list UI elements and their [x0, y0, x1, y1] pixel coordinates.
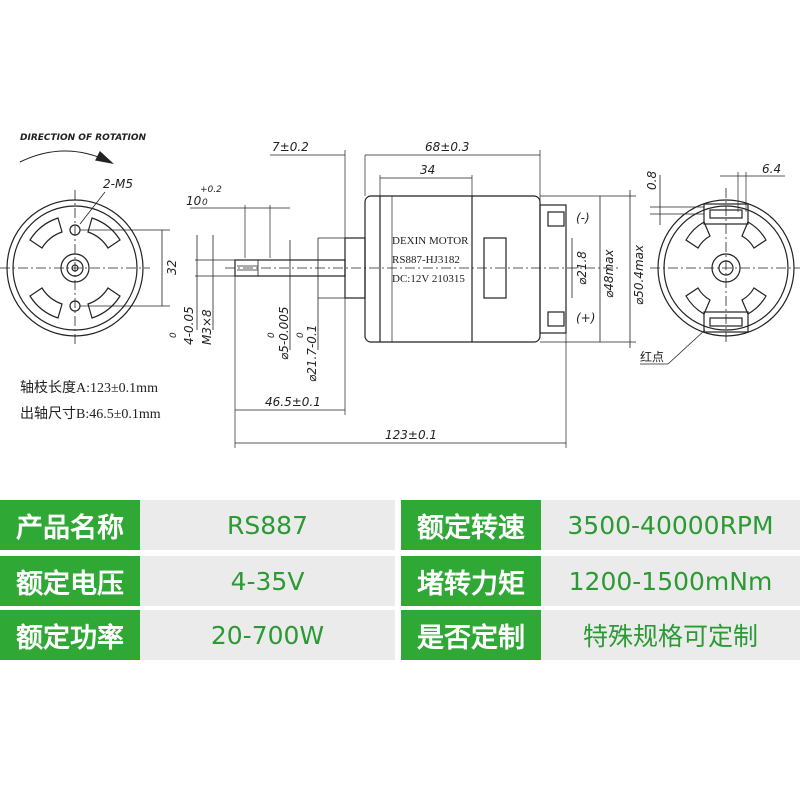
- spec-label: 堵转力矩: [401, 556, 541, 606]
- dim-outer-dia: ⌀50.4max: [632, 244, 646, 305]
- spec-row: 产品名称 RS887 额定转速 3500-40000RPM: [0, 500, 800, 550]
- dim-total-length: 123±0.1: [385, 428, 437, 442]
- dim-flat-length: 10: [186, 194, 202, 208]
- rotation-direction-label: DIRECTION OF ROTATION: [20, 133, 147, 143]
- dim-flat-tol-top: +0.2: [200, 185, 222, 195]
- motor-label-line1: DEXIN MOTOR: [392, 235, 469, 247]
- mount-spacing-dim: 32: [165, 260, 179, 275]
- motor-label-line2: RS887-HJ3182: [392, 254, 460, 266]
- note-shaft-b: 出轴尺寸B:46.5±0.1mm: [20, 406, 161, 422]
- dim-thread: M3×8: [200, 309, 214, 345]
- dim-can-length: 34: [420, 163, 435, 177]
- polarity-positive: (+): [576, 311, 595, 325]
- spec-value: 4-35V: [140, 556, 395, 606]
- motor-label-line3: DC:12V 210315: [392, 273, 465, 285]
- spec-label: 额定转速: [401, 500, 541, 550]
- dim-rear-offset: 0.8: [645, 171, 659, 190]
- mount-thread-label: 2-M5: [103, 177, 133, 191]
- red-dot-label: 红点: [640, 349, 664, 364]
- rear-view: [640, 172, 800, 365]
- spec-label: 是否定制: [401, 610, 541, 660]
- spec-label: 额定电压: [0, 556, 140, 606]
- side-view: [190, 150, 636, 448]
- spec-value: RS887: [140, 500, 395, 550]
- spec-row: 额定电压 4-35V 堵转力矩 1200-1500mNm: [0, 556, 800, 606]
- spec-label: 产品名称: [0, 500, 140, 550]
- front-view: [0, 150, 170, 345]
- spec-label: 额定功率: [0, 610, 140, 660]
- motor-technical-drawing: DIRECTION OF ROTATION 2-M5 32 7±0.2 68±0…: [0, 133, 800, 448]
- spec-value: 特殊规格可定制: [541, 610, 800, 660]
- spec-value: 3500-40000RPM: [541, 500, 800, 550]
- dim-body-dia: ⌀48max: [602, 248, 616, 298]
- dim-tol-4: 4-0.05: [182, 306, 196, 345]
- spec-value: 1200-1500mNm: [541, 556, 800, 606]
- polarity-negative: (-): [576, 211, 590, 225]
- dim-boss-dia: ⌀21.7-0.1: [305, 325, 319, 382]
- dim-boss-dia-top: 0: [296, 332, 306, 338]
- spec-value: 20-700W: [140, 610, 395, 660]
- dim-shaft-dia-top: 0: [267, 332, 277, 338]
- dim-shaft-out: 46.5±0.1: [265, 395, 321, 409]
- dim-flat-tol-bot: 0: [202, 198, 208, 208]
- spec-table: 产品名称 RS887 额定转速 3500-40000RPM 额定电压 4-35V…: [0, 500, 800, 800]
- spec-row: 额定功率 20-700W 是否定制 特殊规格可定制: [0, 610, 800, 660]
- dim-tol-4-top: 0: [169, 332, 179, 338]
- note-length-a: 轴枝长度A:123±0.1mm: [20, 380, 158, 396]
- dim-rear-width: 6.4: [762, 162, 781, 176]
- dim-boss-length: 7±0.2: [272, 140, 309, 154]
- dim-shaft-dia: ⌀5-0.005: [277, 306, 291, 360]
- dim-inner-dia: ⌀21.8: [575, 251, 589, 285]
- dim-body-length: 68±0.3: [425, 140, 469, 154]
